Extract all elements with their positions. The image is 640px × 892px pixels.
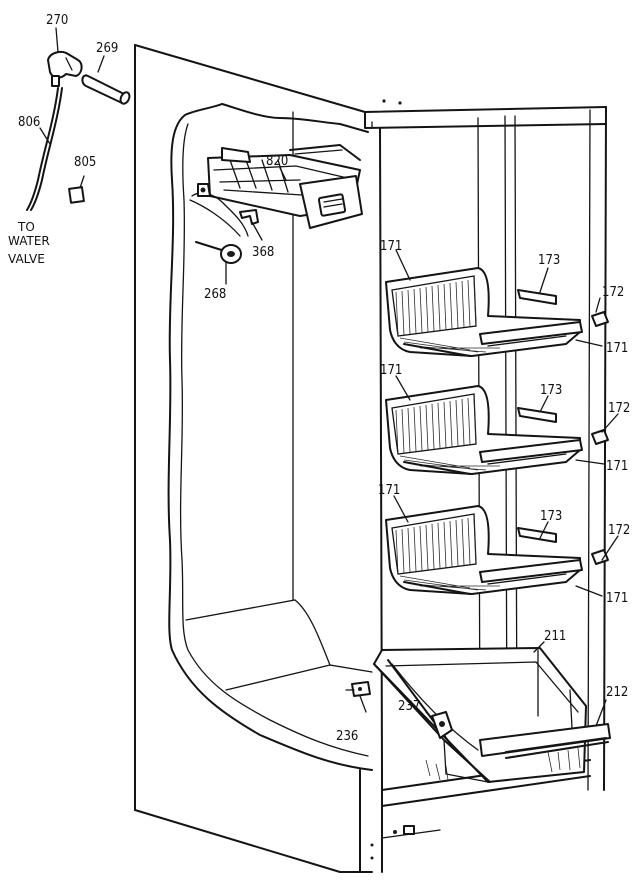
leader-lines bbox=[39, 27, 619, 727]
label-211: 211 bbox=[544, 629, 566, 644]
shelf-rail-lip bbox=[487, 335, 567, 347]
label-shelf1-171-top: 171 bbox=[380, 239, 402, 254]
to-water-valve-line3: VALVE bbox=[8, 252, 45, 266]
shelf-floor-ribs bbox=[399, 575, 500, 591]
ice-maker-820 bbox=[189, 144, 363, 237]
label-shelf3-173: 173 bbox=[540, 509, 562, 524]
label-270: 270 bbox=[46, 13, 68, 28]
label-shelf2-172: 172 bbox=[608, 401, 630, 416]
bracket-173 bbox=[517, 289, 557, 305]
shelf-back bbox=[391, 393, 477, 455]
label-shelf3-171-side: 171 bbox=[606, 591, 628, 606]
liner-cutaway bbox=[167, 103, 373, 771]
shelf-floor-band bbox=[403, 581, 471, 595]
label-269: 269 bbox=[96, 41, 118, 56]
label-shelf2-173: 173 bbox=[540, 383, 562, 398]
clip-237 bbox=[431, 711, 453, 739]
insert-805 bbox=[68, 186, 85, 204]
clip-236 bbox=[345, 681, 371, 697]
clip-368 bbox=[239, 209, 259, 225]
door-shelf-1 bbox=[385, 267, 609, 357]
shelf-back bbox=[391, 513, 477, 575]
label-shelf3-172: 172 bbox=[608, 523, 630, 538]
label-shelf3-171-top: 171 bbox=[378, 483, 400, 498]
label-shelf1-171-side: 171 bbox=[606, 341, 628, 356]
bracket-173 bbox=[517, 527, 557, 543]
shelf-floor-band bbox=[403, 461, 471, 475]
label-shelf1-172: 172 bbox=[602, 285, 624, 300]
shelf-rail bbox=[479, 559, 583, 583]
tube-806 bbox=[26, 87, 63, 211]
shelf-back bbox=[391, 275, 477, 337]
label-805: 805 bbox=[74, 155, 96, 170]
label-shelf2-171-top: 171 bbox=[380, 363, 402, 378]
label-268: 268 bbox=[204, 287, 226, 302]
label-237: 237 bbox=[398, 699, 420, 714]
clip-172 bbox=[591, 311, 609, 327]
shelf-rail-lip bbox=[487, 573, 567, 585]
shelf-ribs bbox=[395, 396, 477, 455]
label-820: 820 bbox=[266, 154, 288, 169]
bin-211 bbox=[373, 647, 611, 783]
label-shelf2-171-side: 171 bbox=[606, 459, 628, 474]
shelf-floor-ribs bbox=[399, 337, 500, 353]
label-806: 806 bbox=[18, 115, 40, 130]
shelf-ribs bbox=[395, 278, 477, 337]
clip-172 bbox=[591, 549, 609, 565]
part-labels: 270 269 806 805 TO WATER VALVE 820 368 2… bbox=[8, 13, 630, 744]
shelf-floor-band bbox=[403, 343, 471, 357]
bracket-173 bbox=[517, 407, 557, 423]
shelf-ribs bbox=[395, 516, 477, 575]
label-shelf1-173: 173 bbox=[538, 253, 560, 268]
shelf-rail-lip bbox=[487, 453, 567, 465]
shelf-rail bbox=[479, 321, 583, 345]
clip-172 bbox=[591, 429, 609, 445]
label-368: 368 bbox=[252, 245, 274, 260]
label-212: 212 bbox=[606, 685, 628, 700]
to-water-valve-line1: TO bbox=[17, 220, 35, 234]
door-shelf-2 bbox=[385, 385, 609, 475]
to-water-valve-line2: WATER bbox=[8, 234, 50, 248]
label-236: 236 bbox=[336, 729, 358, 744]
door-shelf-3 bbox=[385, 505, 609, 595]
shelf-rail bbox=[479, 439, 583, 463]
water-fitting-270 bbox=[47, 51, 83, 87]
shelf-floor-ribs bbox=[399, 455, 500, 471]
sleeve-269 bbox=[81, 74, 131, 105]
arm-268 bbox=[195, 241, 242, 264]
